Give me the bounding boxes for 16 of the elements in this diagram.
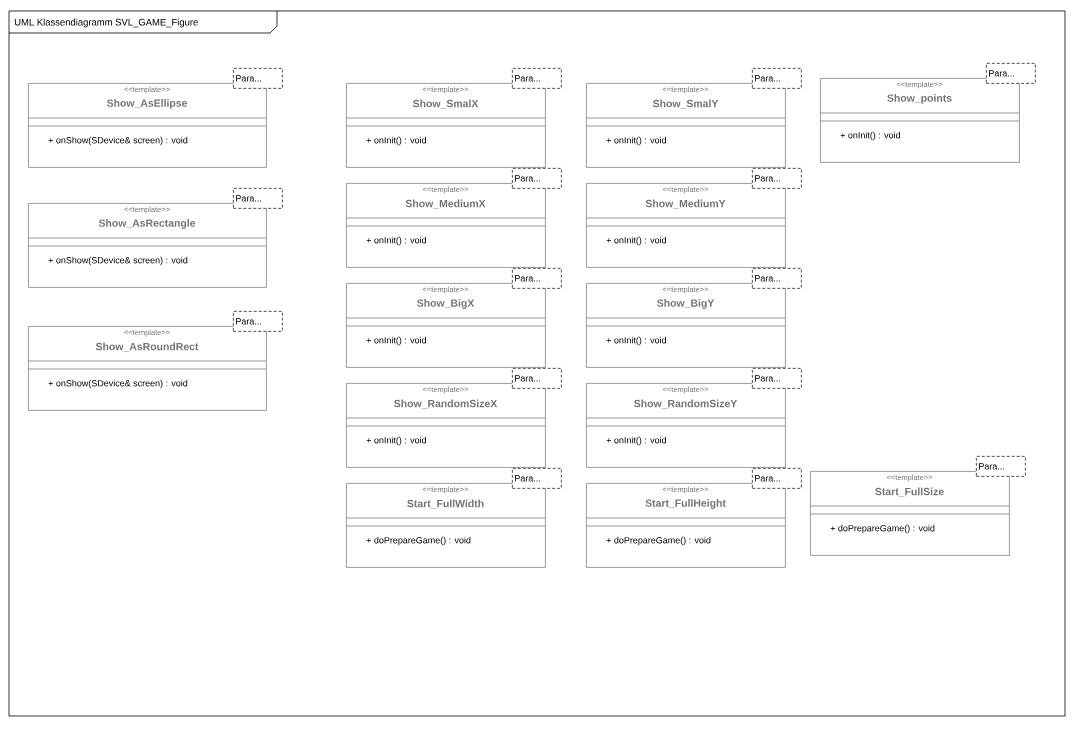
template-parameter-box: Para... xyxy=(512,468,562,489)
template-parameter-box: Para... xyxy=(752,168,802,189)
template-parameter-box: Para... xyxy=(752,368,802,389)
template-parameter-box: Para... xyxy=(512,68,562,89)
template-parameter-box: Para... xyxy=(512,368,562,389)
template-parameter-box: Para... xyxy=(976,456,1026,477)
template-parameter-box: Para... xyxy=(752,268,802,289)
frame-title-tab: UML Klassendiagramm SVL_GAME_Figure xyxy=(8,10,278,34)
template-parameter-box: Para... xyxy=(233,188,283,209)
template-parameter-box: Para... xyxy=(512,268,562,289)
template-parameter-box: Para... xyxy=(986,63,1036,84)
template-parameter-box: Para... xyxy=(512,168,562,189)
template-parameter-box: Para... xyxy=(233,68,283,89)
template-parameter-box: Para... xyxy=(752,68,802,89)
template-parameter-box: Para... xyxy=(752,468,802,489)
template-parameter-box: Para... xyxy=(233,311,283,332)
